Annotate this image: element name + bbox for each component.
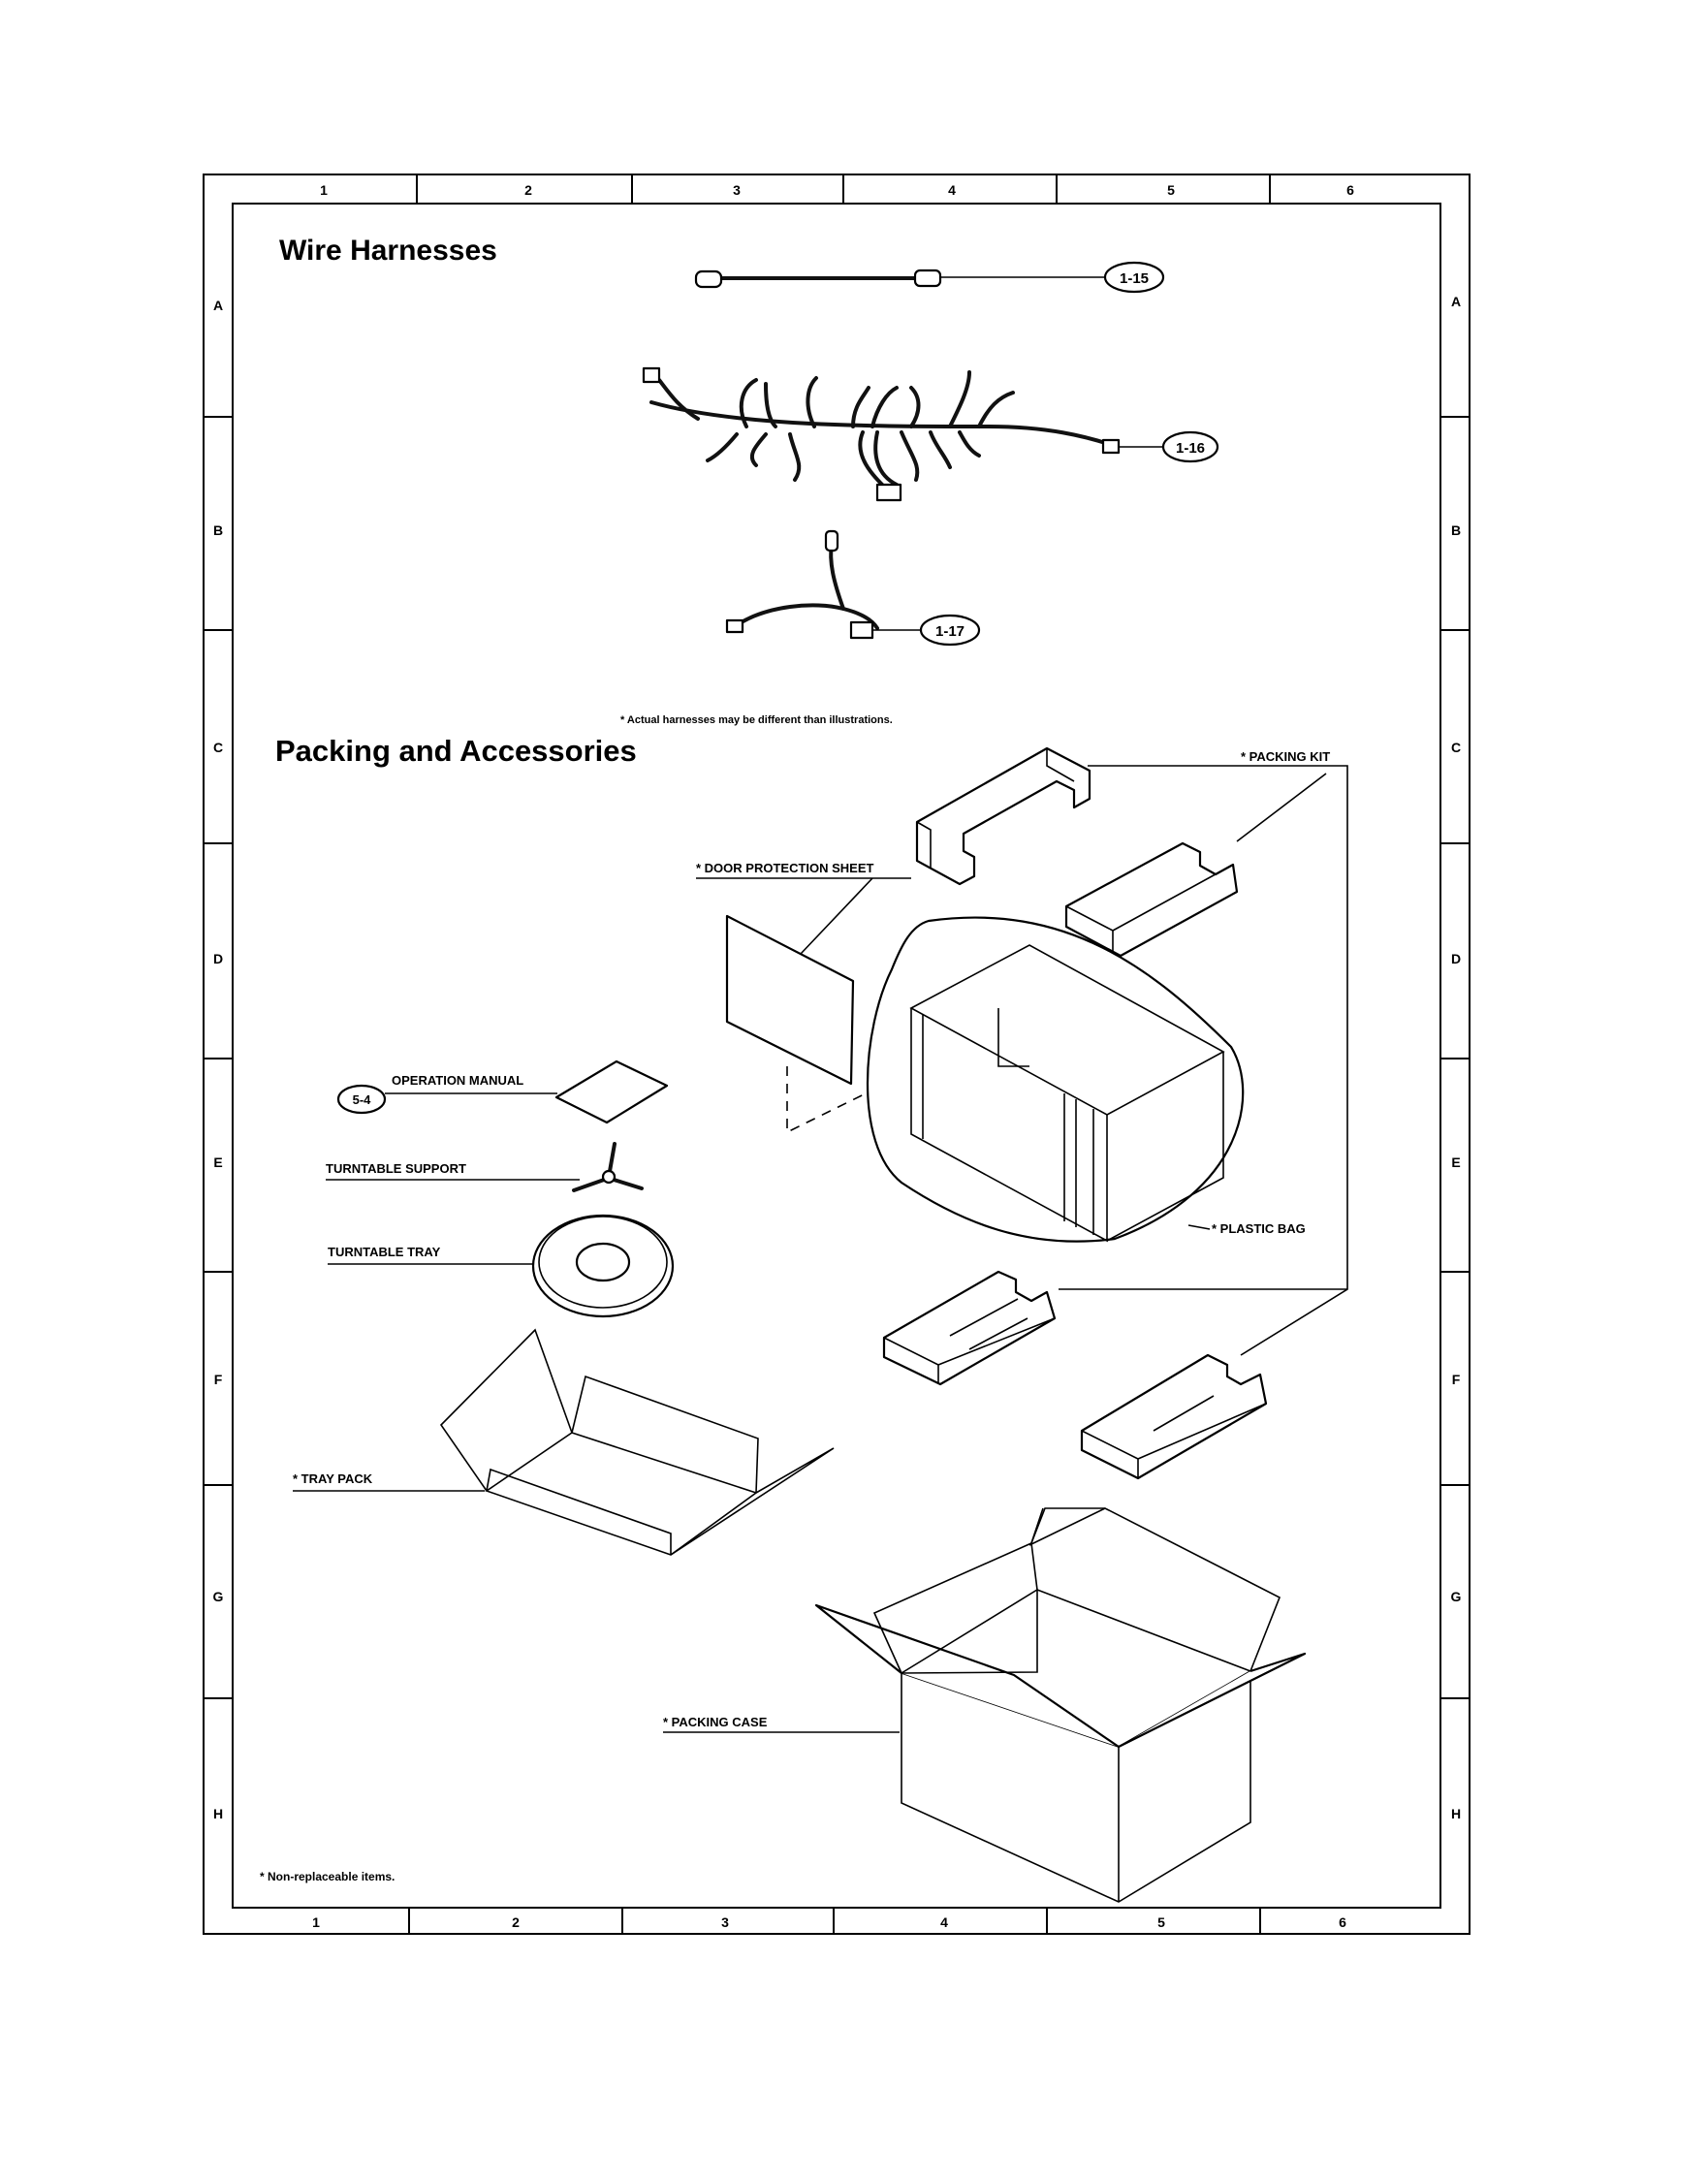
col-label-4: 4 (948, 182, 956, 198)
col-label-2: 2 (524, 182, 532, 198)
row-label-e: E (213, 1154, 222, 1170)
column-labels-top: 1 2 3 4 5 6 (320, 182, 1354, 198)
harness-1-16: 1-16 (642, 366, 1219, 502)
col-label-3-bottom: 3 (721, 1914, 729, 1930)
row-labels-left: A B C D E F G H (213, 298, 224, 1821)
row-label-h-right: H (1451, 1806, 1461, 1821)
row-label-a: A (213, 298, 223, 313)
door-protection-sheet (725, 914, 855, 1086)
turntable-tray-label: TURNTABLE TRAY (328, 1245, 441, 1259)
packing-kit-top-right (1064, 841, 1239, 958)
harness-disclaimer-note: * Actual harnesses may be different than… (620, 714, 893, 726)
row-labels-right: A B C D E F G H (1451, 294, 1462, 1821)
callout-5-4 (336, 1084, 387, 1115)
callout-1-16 (1161, 430, 1219, 463)
harness-1-15: 1-15 (694, 261, 1165, 294)
col-label-5: 5 (1167, 182, 1175, 198)
callout-1-17-label: 1-17 (935, 623, 965, 640)
row-label-f: F (214, 1372, 223, 1387)
turntable-tray (531, 1214, 675, 1318)
column-labels-bottom: 1 2 3 4 5 6 (312, 1914, 1346, 1930)
operation-manual-callout: 5-4 (336, 1084, 387, 1115)
packing-kit-top-left (915, 746, 1091, 886)
tray-pack-label: * TRAY PACK (293, 1471, 373, 1486)
turntable-support-label: TURNTABLE SUPPORT (326, 1161, 466, 1176)
packing-case (814, 1507, 1307, 1903)
col-label-3: 3 (733, 182, 741, 198)
col-label-6: 6 (1346, 182, 1354, 198)
callout-5-4-label: 5-4 (353, 1092, 372, 1107)
turntable-support (572, 1142, 644, 1192)
wire-harnesses-title: Wire Harnesses (279, 235, 497, 267)
row-label-c-right: C (1451, 740, 1461, 755)
row-label-c: C (213, 740, 223, 755)
sheet-frame (203, 174, 1471, 1935)
packing-kit-bottom-left (882, 1270, 1057, 1386)
row-label-d-right: D (1451, 951, 1461, 966)
row-label-b-right: B (1451, 522, 1461, 538)
plastic-bag (866, 916, 1245, 1243)
row-label-d: D (213, 951, 223, 966)
door-protection-sheet-label: * DOOR PROTECTION SHEET (696, 861, 874, 875)
callout-1-15-label: 1-15 (1120, 270, 1149, 287)
col-label-1: 1 (320, 182, 328, 198)
row-label-h: H (213, 1806, 223, 1821)
plastic-bag-label: * PLASTIC BAG (1212, 1221, 1306, 1236)
tray-pack (439, 1328, 835, 1556)
col-label-1-bottom: 1 (312, 1914, 320, 1930)
row-label-f-right: F (1452, 1372, 1461, 1387)
col-label-4-bottom: 4 (940, 1914, 948, 1930)
packing-case-label: * PACKING CASE (663, 1715, 768, 1729)
row-label-g-right: G (1451, 1589, 1462, 1604)
row-label-b: B (213, 522, 223, 538)
col-label-6-bottom: 6 (1339, 1914, 1346, 1930)
col-label-5-bottom: 5 (1157, 1914, 1165, 1930)
packing-kit-bottom-right (1080, 1353, 1268, 1480)
row-label-g: G (213, 1589, 224, 1604)
col-label-2-bottom: 2 (512, 1914, 520, 1930)
callout-1-17 (919, 614, 981, 647)
packing-accessories-title: Packing and Accessories (275, 734, 637, 768)
row-label-e-right: E (1451, 1154, 1460, 1170)
operation-manual (554, 1059, 669, 1124)
packing-kit-label: * PACKING KIT (1241, 749, 1330, 764)
operation-manual-label: OPERATION MANUAL (392, 1073, 523, 1088)
harness-1-17: 1-17 (725, 529, 981, 647)
microwave-oven (909, 944, 1225, 1243)
callout-1-15 (1103, 261, 1165, 294)
row-label-a-right: A (1451, 294, 1461, 309)
non-replaceable-note: * Non-replaceable items. (260, 1870, 395, 1883)
callout-1-16-label: 1-16 (1176, 440, 1205, 457)
